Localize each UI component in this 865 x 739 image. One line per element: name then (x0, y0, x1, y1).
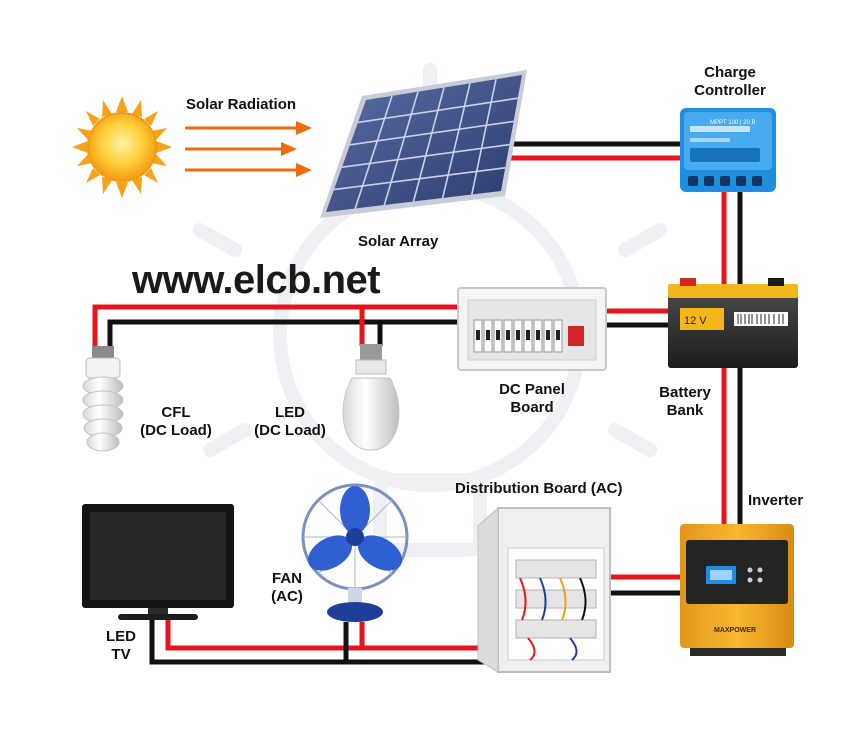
dc-breaker-handle (526, 330, 530, 340)
dc-breaker-handle (556, 330, 560, 340)
battery-bank-label-line1: Battery (659, 384, 711, 401)
panel-grid-line (357, 97, 518, 124)
wiring (92, 141, 743, 665)
distribution-board-device (477, 506, 611, 673)
panel-grid-line (412, 87, 445, 202)
charge-controller-label-line2: Controller (694, 82, 766, 99)
inverter-device (680, 524, 794, 656)
charge-controller-model-text: MPPT 100 | 20 B (710, 120, 755, 126)
fan-icon (301, 483, 409, 622)
panel-grid-line (333, 167, 506, 191)
ac-load-negative-wire (149, 620, 498, 665)
inverter-label: Inverter (748, 492, 804, 509)
led-bulb-icon (342, 344, 400, 451)
charge-controller-label: Charge Controller (670, 64, 790, 100)
fan-label: FAN (AC) (262, 570, 312, 606)
battery-voltage-label: 12 V (684, 315, 707, 327)
dc-breaker-handle (536, 330, 540, 340)
panel-grid-line (383, 91, 419, 206)
dc-panel-board-label: DC Panel Board (482, 381, 582, 417)
inverter-brand-text: MAXPOWER (714, 627, 756, 634)
cfl-label-line2: (DC Load) (140, 422, 212, 439)
dc-panel-board-device (457, 287, 607, 371)
dc-load-positive-wire (92, 304, 460, 348)
battery-bank-label: Battery Bank (650, 384, 720, 420)
charge-controller-device (680, 108, 776, 192)
fan-label-line2: (AC) (271, 588, 303, 605)
dc-load-negative-wire (107, 319, 460, 348)
panel-grid-line (471, 79, 497, 195)
fan-label-line1: FAN (272, 570, 302, 587)
cfl-label: CFL (DC Load) (126, 404, 226, 440)
solar-array-panel (320, 70, 527, 218)
website-watermark: www.elcb.net (132, 258, 381, 302)
solar-radiation-label: Solar Radiation (186, 96, 297, 113)
panel-grid-line (341, 143, 510, 168)
distribution-board-label: Distribution Board (AC) (455, 480, 623, 497)
solar-radiation-arrows (185, 121, 312, 177)
cfl-bulb-icon (82, 346, 124, 452)
led-tv-label: LED TV (98, 628, 144, 664)
sun-icon (72, 96, 172, 198)
led-tv-label-line1: LED (106, 628, 136, 645)
panel-grid-line (441, 83, 471, 199)
solar-array-label: Solar Array (358, 233, 439, 250)
panel-grid-line (354, 95, 393, 209)
dc-breaker-handle (476, 330, 480, 340)
led-label-line2: (DC Load) (254, 422, 326, 439)
led-tv-label-line2: TV (111, 646, 131, 663)
dc-panel-board-label-line1: DC Panel (499, 381, 565, 398)
dc-breaker-handle (486, 330, 490, 340)
charge-controller-label-line1: Charge (704, 64, 756, 81)
led-tv-icon (82, 504, 234, 620)
battery-bank-device (668, 278, 798, 368)
battery-bank-label-line2: Bank (666, 402, 704, 419)
panel-grid-line (349, 120, 514, 146)
dc-breaker-handle (506, 330, 510, 340)
ac-load-positive-wire (165, 620, 498, 651)
cfl-label-line1: CFL (161, 404, 191, 421)
led-label: LED (DC Load) (240, 404, 340, 440)
dc-breaker-handle (496, 330, 500, 340)
dc-breaker-handle (546, 330, 550, 340)
dc-panel-board-label-line2: Board (510, 399, 554, 416)
led-label-line1: LED (275, 404, 305, 421)
dc-breaker-handle (516, 330, 520, 340)
